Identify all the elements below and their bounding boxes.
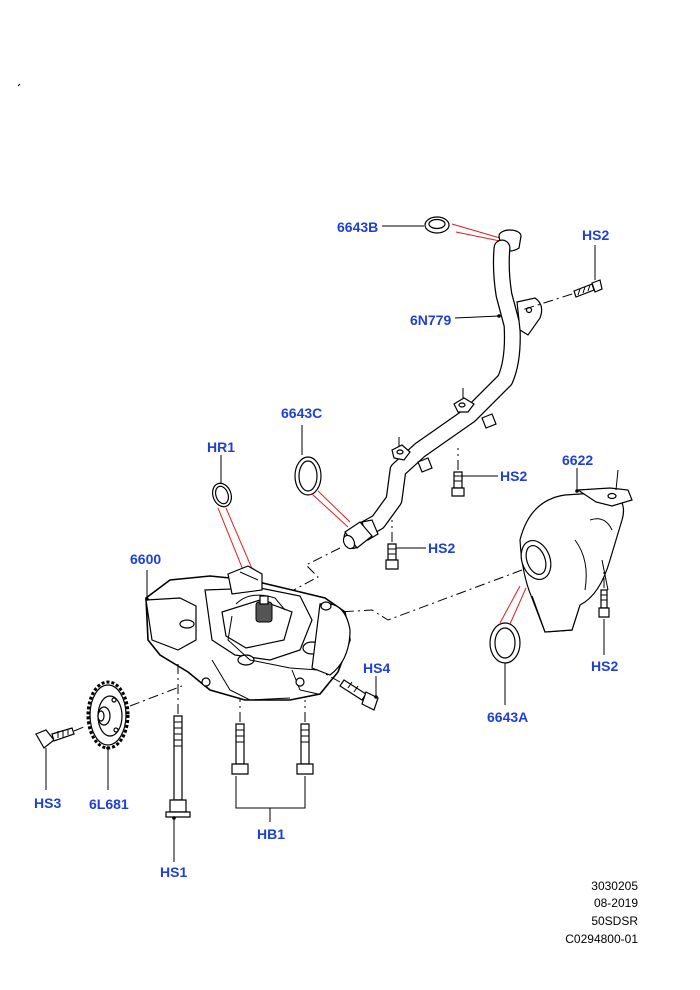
- red-leader-6643A-b: [509, 587, 527, 625]
- dash-path-elbow-to-pump: [337, 569, 523, 621]
- seal-ring-6643C: [294, 456, 322, 496]
- illustration-code: C0294800-01: [565, 932, 638, 946]
- callout-hs1: HS1: [160, 864, 188, 880]
- callout-hs2-top: HS2: [582, 227, 610, 243]
- bolt-hs2-top: [573, 279, 603, 298]
- callout-hr1: HR1: [207, 439, 236, 455]
- callout-hs2-right: HS2: [591, 658, 619, 674]
- callout-hs2-pipe: HS2: [428, 540, 456, 556]
- leader-6N779: [454, 315, 500, 319]
- bolt-hb1-left: [231, 723, 249, 775]
- oil-pickup-pipe-6N779: [342, 229, 543, 550]
- callout-6643C: 6643C: [281, 405, 323, 421]
- seal-ring-6643A: [489, 622, 521, 664]
- bolt-hs1: [165, 715, 191, 818]
- callout-hb1: HB1: [257, 826, 286, 842]
- o-ring-HR1: [211, 482, 233, 508]
- red-leader-6643C-a: [311, 493, 349, 528]
- callout-6N779: 6N779: [410, 312, 452, 328]
- red-leader-6643B-b: [455, 231, 501, 242]
- model-code: 50SDSR: [591, 914, 638, 928]
- bolt-hs3: [35, 727, 75, 749]
- callout-hs2-mid: HS2: [500, 468, 528, 484]
- bolt-hb1-right: [296, 723, 314, 775]
- red-leader-6643C-b: [317, 490, 351, 523]
- bolt-hs4: [339, 679, 379, 711]
- callout-hs3: HS3: [34, 795, 62, 811]
- bolt-hs2-right: [598, 589, 610, 618]
- callout-6L681: 6L681: [89, 796, 129, 812]
- bracket-hb1: [235, 776, 306, 822]
- sprocket-6L681: [86, 680, 130, 750]
- callout-hs4: HS4: [363, 660, 391, 676]
- callout-6622: 6622: [562, 452, 594, 468]
- dash-6L681: [129, 685, 183, 707]
- red-leader-6643B-a: [451, 223, 501, 239]
- oil-pump-6600: [145, 565, 351, 701]
- red-leader-6643A-a: [499, 585, 521, 624]
- callout-6600: 6600: [130, 551, 162, 567]
- dash-hs4: [321, 671, 341, 683]
- callout-6643A: 6643A: [487, 709, 529, 725]
- callout-6643B: 6643B: [337, 219, 379, 235]
- ref-number: 3030205: [591, 879, 638, 893]
- dash-hs3: [73, 725, 87, 732]
- revision-date: 08-2019: [593, 896, 638, 910]
- pickup-elbow-6622: [519, 469, 633, 633]
- seal-ring-6643B: [424, 216, 450, 234]
- dash-hs2-top: [521, 293, 573, 311]
- dash-path-pipe-to-pump: [289, 547, 341, 593]
- bolt-hs2-pipe: [385, 543, 399, 570]
- stray-mark: [17, 83, 21, 87]
